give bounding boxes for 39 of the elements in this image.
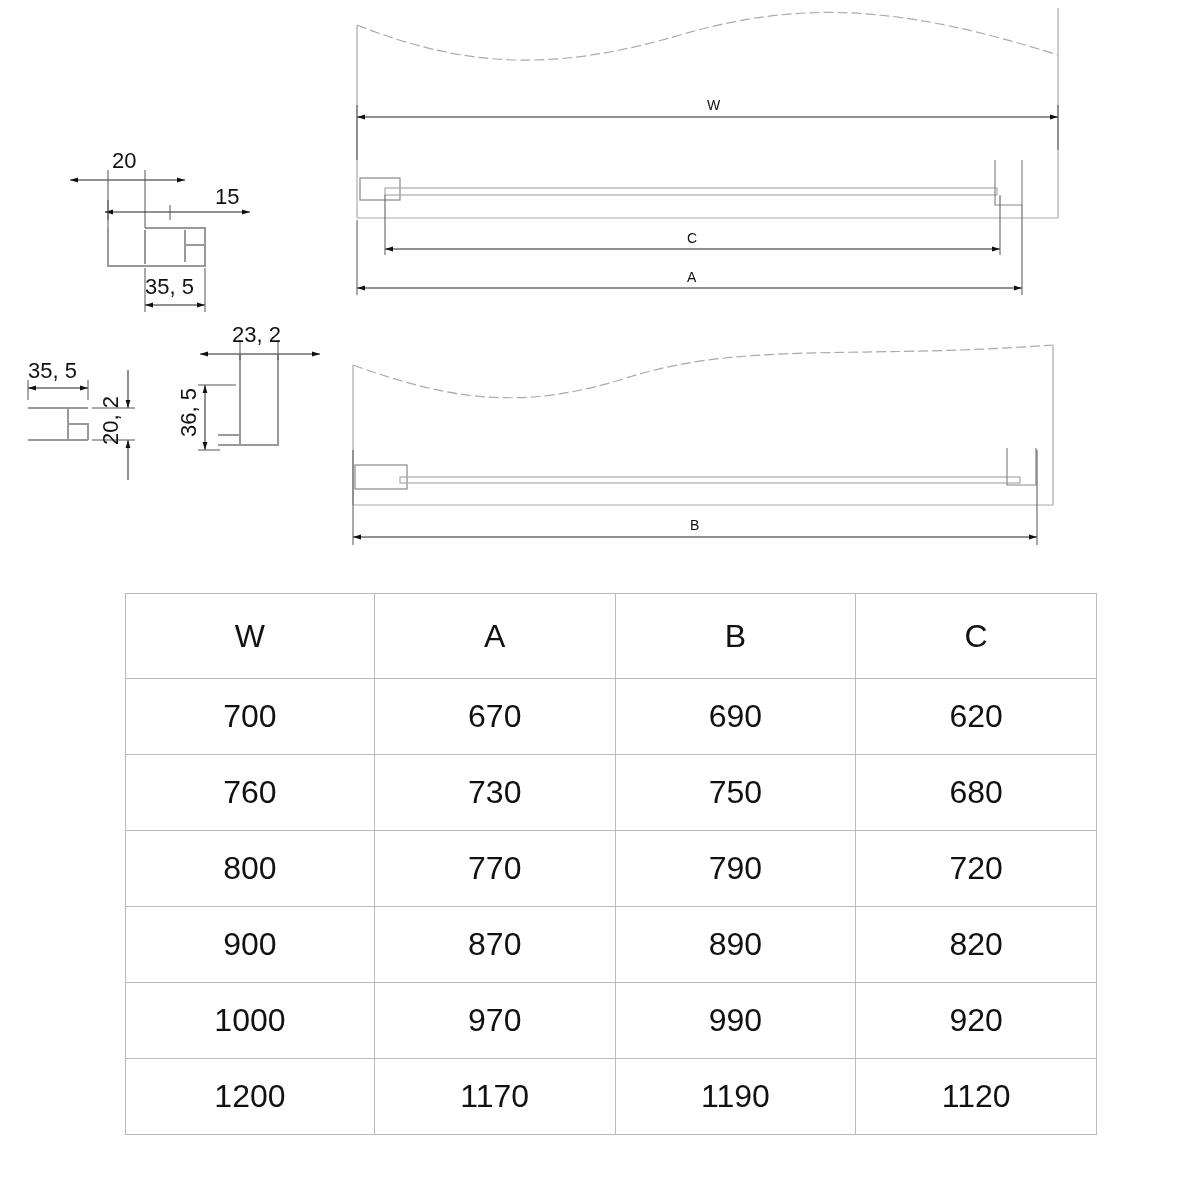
dimension-label: B [690, 518, 700, 532]
table-cell: 680 [855, 754, 1097, 831]
table-cell: 990 [615, 982, 856, 1059]
dimension-label: C [687, 231, 698, 245]
dimension-label: W [707, 98, 721, 112]
table-cell: 970 [374, 982, 616, 1059]
column-header: C [855, 593, 1097, 679]
dimension-label: 35, 5 [28, 360, 77, 382]
table-cell: 770 [374, 830, 616, 907]
column-header: B [615, 593, 856, 679]
table-cell: 700 [125, 678, 375, 755]
table-cell: 670 [374, 678, 616, 755]
dimension-label: A [687, 270, 697, 284]
table-cell: 1170 [374, 1058, 616, 1135]
table-cell: 1120 [855, 1058, 1097, 1135]
column-header: A [374, 593, 616, 679]
dimension-label: 20, 2 [100, 396, 122, 445]
table-cell: 750 [615, 754, 856, 831]
dimension-label: 23, 2 [232, 324, 281, 346]
table-cell: 900 [125, 906, 375, 983]
table-cell: 820 [855, 906, 1097, 983]
table-cell: 760 [125, 754, 375, 831]
table-cell: 870 [374, 906, 616, 983]
table-cell: 920 [855, 982, 1097, 1059]
column-header: W [125, 593, 375, 679]
table-cell: 1200 [125, 1058, 375, 1135]
table-cell: 800 [125, 830, 375, 907]
dimension-label: 20 [112, 150, 137, 172]
dimension-label: 36, 5 [178, 388, 200, 437]
table-cell: 790 [615, 830, 856, 907]
table-cell: 730 [374, 754, 616, 831]
table-cell: 720 [855, 830, 1097, 907]
table-cell: 620 [855, 678, 1097, 755]
table-cell: 1190 [615, 1058, 856, 1135]
table-cell: 690 [615, 678, 856, 755]
dimension-label: 35, 5 [145, 276, 194, 298]
table-cell: 890 [615, 906, 856, 983]
table-cell: 1000 [125, 982, 375, 1059]
dimension-label: 15 [215, 186, 240, 208]
